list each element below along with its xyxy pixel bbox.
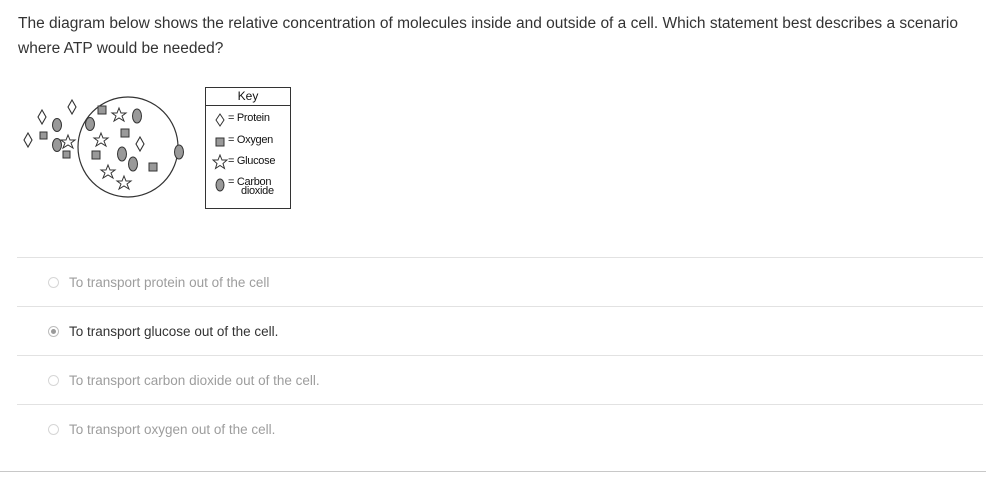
glucose-inside	[99, 163, 117, 180]
diamond-icon	[215, 113, 225, 127]
answer-label: To transport oxygen out of the cell.	[69, 421, 276, 437]
oxygen-inside	[97, 105, 107, 115]
diagram-key: Key = Protein = Oxygen = Glucose = Carbo…	[205, 87, 291, 209]
glucose-inside	[92, 131, 110, 148]
radio-button-selected[interactable]	[48, 325, 59, 337]
cell-illustration	[23, 96, 184, 198]
protein-outside	[67, 98, 77, 116]
oxygen-inside	[148, 162, 158, 172]
radio-button[interactable]	[48, 423, 59, 435]
co2-inside	[132, 108, 142, 124]
key-glucose-label: = Glucose	[228, 155, 276, 167]
oxygen-outside	[39, 131, 48, 140]
co2-outside	[174, 144, 184, 160]
answer-choices: To transport protein out of the cell To …	[17, 257, 983, 453]
oval-icon	[215, 178, 225, 192]
glucose-outside	[59, 133, 77, 150]
answer-option-2[interactable]: To transport glucose out of the cell.	[17, 306, 983, 355]
radio-button[interactable]	[48, 276, 59, 288]
question-text: The diagram below shows the relative con…	[18, 15, 958, 57]
protein-inside	[135, 135, 145, 153]
key-title: Key	[206, 88, 290, 106]
co2-outside	[52, 138, 62, 152]
answer-option-4[interactable]: To transport oxygen out of the cell.	[17, 404, 983, 453]
star-icon	[212, 154, 228, 170]
cell-diagram: Key = Protein = Oxygen = Glucose = Carbo…	[16, 84, 306, 219]
protein-outside	[37, 108, 47, 126]
key-oxygen-label: = Oxygen	[228, 134, 273, 146]
key-protein-label: = Protein	[228, 112, 270, 124]
oxygen-inside	[91, 150, 101, 160]
key-co2-label-line2: dioxide	[241, 185, 274, 197]
answer-option-3[interactable]: To transport carbon dioxide out of the c…	[17, 355, 983, 404]
glucose-inside	[110, 106, 128, 123]
square-icon	[215, 137, 225, 147]
oxygen-outside	[62, 150, 71, 159]
co2-inside	[117, 146, 127, 162]
co2-outside	[52, 118, 62, 132]
key-co2-label-line1: = Carbon	[228, 176, 272, 188]
answer-label: To transport carbon dioxide out of the c…	[69, 372, 320, 388]
answer-label: To transport glucose out of the cell.	[69, 323, 279, 339]
answer-label: To transport protein out of the cell	[69, 274, 270, 290]
key-co2-label: = Carbon dioxide	[228, 177, 274, 197]
divider	[0, 471, 986, 472]
co2-inside	[85, 117, 95, 131]
answer-option-1[interactable]: To transport protein out of the cell	[17, 257, 983, 306]
oxygen-inside	[120, 128, 130, 138]
radio-button[interactable]	[48, 374, 59, 386]
protein-outside	[23, 131, 33, 149]
co2-inside	[128, 156, 138, 172]
glucose-inside	[115, 174, 133, 191]
